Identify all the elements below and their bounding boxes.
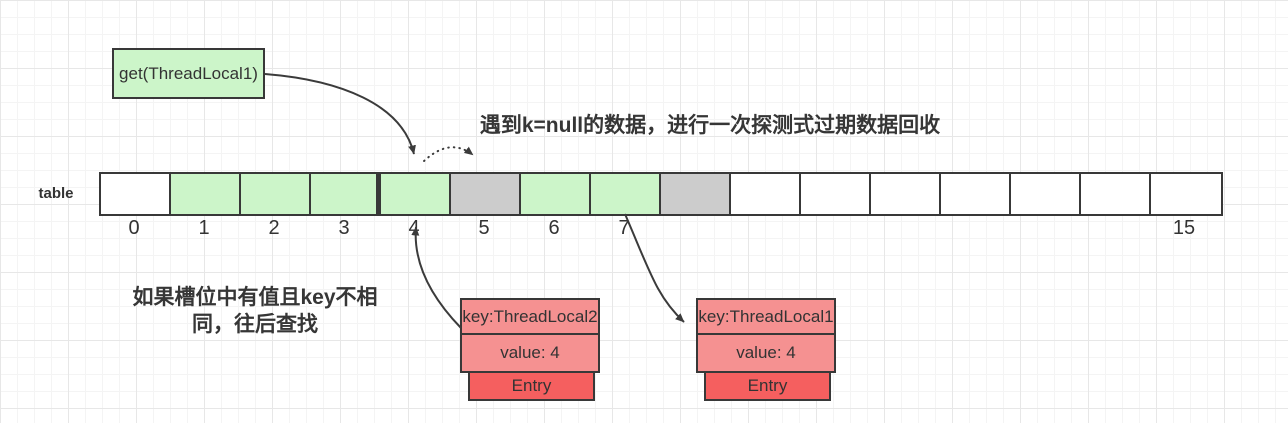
dotted-probe-arc-slot4-to-slot5-icon — [423, 146, 474, 162]
bottom-annotation: 如果槽位中有值且key不相 同，往后查找 — [90, 284, 420, 338]
table-cell-3 — [311, 174, 381, 214]
entry2-tag-label: Entry — [511, 376, 552, 395]
table-cell-5 — [451, 174, 521, 214]
table-cell-13 — [1011, 174, 1081, 214]
cell-index-label-10 — [799, 217, 869, 240]
cell-index-label-8 — [659, 217, 729, 240]
cell-index-label-14 — [1079, 217, 1149, 240]
entry1-value-label: value: 4 — [736, 343, 796, 362]
table-cell-6 — [521, 174, 591, 214]
cell-index-label-6: 6 — [548, 217, 560, 239]
table-cell-10 — [801, 174, 871, 214]
entry2-key-box: key:ThreadLocal2 — [460, 298, 600, 335]
entry1-key-label: key:ThreadLocal1 — [698, 306, 834, 326]
table-cell-7 — [591, 174, 661, 214]
cell-index-label-12 — [939, 217, 1009, 240]
cell-index-label-7: 7 — [618, 217, 630, 239]
top-annotation: 遇到k=null的数据，进行一次探测式过期数据回收 — [479, 114, 941, 137]
entry1-key-box: key:ThreadLocal1 — [696, 298, 836, 335]
table-cell-2 — [241, 174, 311, 214]
get-call-label: get(ThreadLocal1) — [119, 63, 258, 83]
cell-index-label-3: 3 — [338, 217, 350, 239]
table-label: table — [38, 185, 74, 202]
table-cell-1 — [171, 174, 241, 214]
cell-index-label-9 — [729, 217, 799, 240]
cell-index-label-1: 1 — [198, 217, 210, 239]
table-cell-9 — [731, 174, 801, 214]
entry1-value-box: value: 4 — [696, 333, 836, 373]
table-cell-0 — [101, 174, 171, 214]
hash-table-indices: 0 1 2 3 4 5 6 7 15 — [99, 217, 1219, 240]
cell-index-label-15: 15 — [1172, 217, 1196, 239]
entry1-tag-label: Entry — [747, 376, 788, 395]
cell-index-label-4: 4 — [408, 217, 420, 239]
table-cell-15 — [1151, 174, 1221, 214]
hash-table-array — [99, 172, 1223, 216]
cell-index-label-5: 5 — [478, 217, 490, 239]
table-cell-8 — [661, 174, 731, 214]
curved-arrow-entry2-to-slot4-icon — [411, 226, 462, 329]
get-call-box: get(ThreadLocal1) — [112, 48, 265, 99]
curved-arrow-get-to-slot4-icon — [264, 73, 416, 155]
table-cell-11 — [871, 174, 941, 214]
bottom-annotation-line1: 如果槽位中有值且key不相 — [132, 286, 378, 309]
entry2-value-box: value: 4 — [460, 333, 600, 373]
bottom-annotation-line2: 同，往后查找 — [192, 313, 318, 336]
entry1-tag-box: Entry — [704, 371, 831, 401]
cell-index-label-2: 2 — [268, 217, 280, 239]
table-cell-4 — [381, 174, 451, 214]
entry2-tag-box: Entry — [468, 371, 595, 401]
table-cell-12 — [941, 174, 1011, 214]
entry2-value-label: value: 4 — [500, 343, 560, 362]
cell-index-label-0: 0 — [128, 217, 140, 239]
entry2-key-label: key:ThreadLocal2 — [462, 306, 598, 326]
cell-index-label-13 — [1009, 217, 1079, 240]
table-cell-14 — [1081, 174, 1151, 214]
cell-index-label-11 — [869, 217, 939, 240]
